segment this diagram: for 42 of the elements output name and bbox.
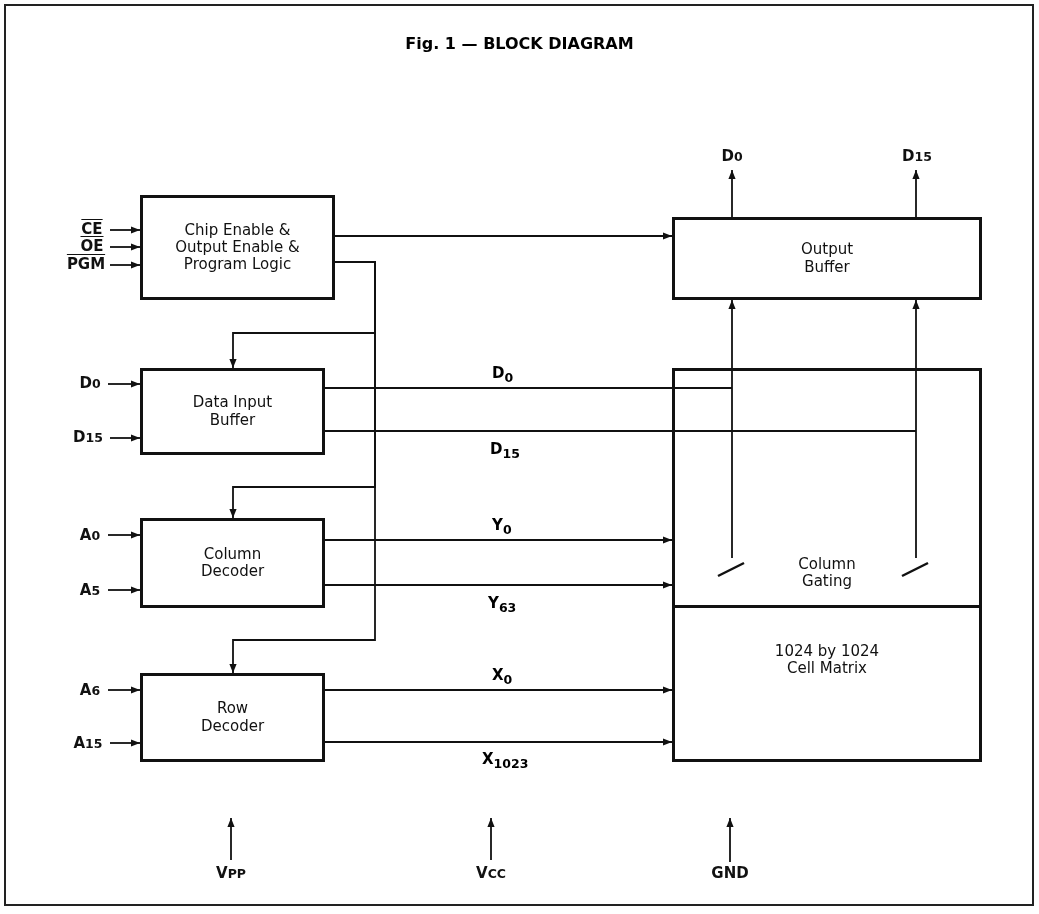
function-block: Chip Enable & Output Enable & Program Logic <box>140 195 335 300</box>
arrow <box>109 226 141 234</box>
edge-label: Y$_{63}$ <box>486 594 519 615</box>
arrow <box>109 243 141 251</box>
arrow <box>726 817 734 863</box>
signal-line <box>324 387 733 389</box>
function-block: Column Gating <box>672 368 982 608</box>
edge-label: X$_{0}$ <box>490 666 515 687</box>
arrow <box>912 169 920 218</box>
signal-line <box>324 430 917 432</box>
arrow <box>109 739 141 747</box>
arrow <box>487 817 495 861</box>
figure-title: Fig. 1 — BLOCK DIAGRAM <box>405 34 634 53</box>
function-block: Data Input Buffer <box>140 368 325 455</box>
pin-label: OE <box>74 237 110 257</box>
function-block: Row Decoder <box>140 673 325 762</box>
edge-label: D$_{0}$ <box>490 364 516 385</box>
arrow <box>728 299 736 559</box>
arrow <box>107 586 141 594</box>
edge-label: D$_{15}$ <box>488 440 522 461</box>
arrow <box>229 261 376 674</box>
pin-label: CE <box>74 220 110 240</box>
function-block: Column Decoder <box>140 518 325 608</box>
arrow <box>912 299 920 559</box>
arrow <box>109 261 141 269</box>
pin-label: GND <box>706 862 754 886</box>
function-block: Output Buffer <box>672 217 982 300</box>
function-block: 1024 by 1024 Cell Matrix <box>672 605 982 762</box>
arrow <box>324 536 673 544</box>
arrow <box>109 434 141 442</box>
arrow <box>324 738 673 746</box>
arrow <box>107 686 141 694</box>
edge-label: X$_{1023}$ <box>480 750 531 771</box>
arrow <box>728 169 736 218</box>
arrow <box>334 232 673 240</box>
arrow <box>227 817 235 861</box>
arrow <box>107 531 141 539</box>
edge-label: Y$_{0}$ <box>490 516 514 537</box>
arrow <box>324 581 673 589</box>
arrow <box>324 686 673 694</box>
pin-label: PGM <box>62 255 110 275</box>
arrow <box>107 380 141 388</box>
